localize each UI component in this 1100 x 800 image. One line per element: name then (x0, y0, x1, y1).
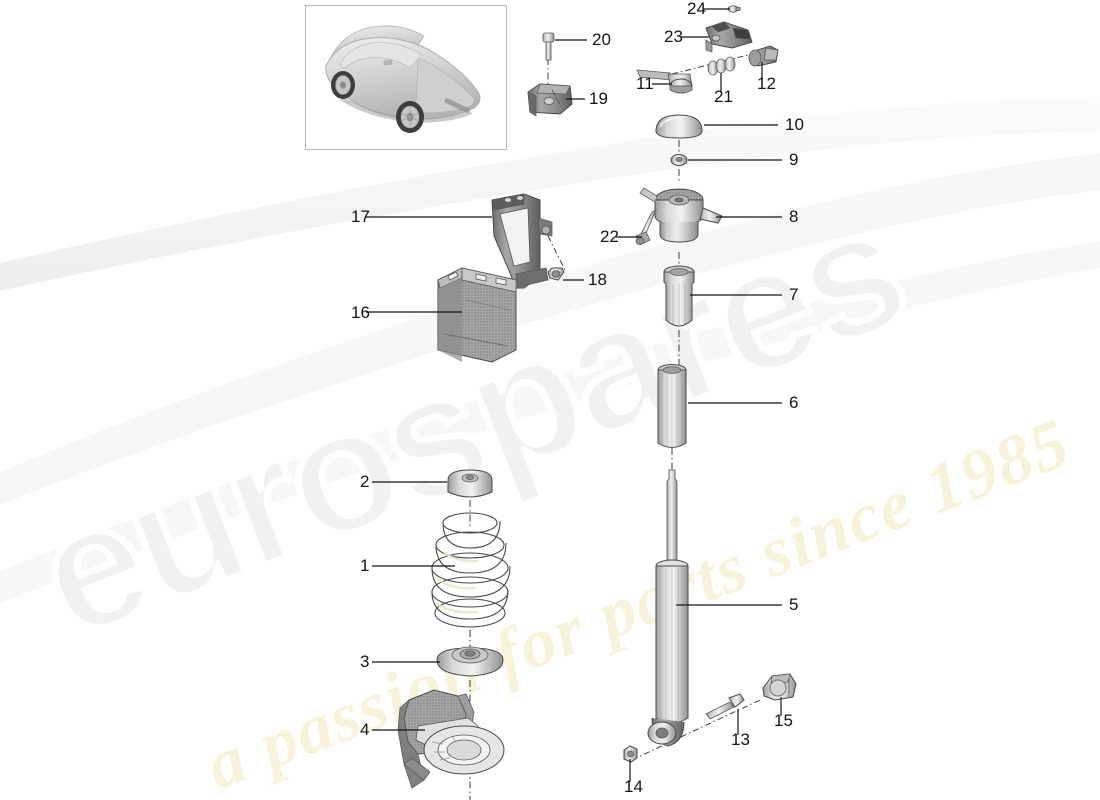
callout-number-14: 14 (624, 777, 643, 796)
callout-6[interactable]: 6 (688, 393, 798, 412)
callout-number-2: 2 (360, 472, 369, 491)
callout-24[interactable]: 24 (687, 0, 730, 18)
callout-number-12: 12 (757, 74, 776, 93)
callout-2[interactable]: 2 (360, 472, 447, 491)
callout-number-17: 17 (351, 207, 370, 226)
part-11-level-sensor (636, 69, 693, 94)
part-5-shock-absorber (647, 469, 689, 747)
part-9-washer (670, 154, 688, 166)
vehicle-thumbnail-image (306, 6, 506, 149)
callout-22[interactable]: 22 (600, 227, 642, 246)
part-23-sensor-lever (705, 21, 753, 53)
part-6-protective-tube (657, 364, 687, 448)
part-8-strut-mount (639, 187, 723, 243)
background-swoosh (0, 96, 1100, 603)
callout-number-24: 24 (687, 0, 706, 18)
vehicle-thumbnail-box (305, 5, 507, 150)
callout-number-20: 20 (592, 30, 611, 49)
callout-number-16: 16 (351, 303, 370, 322)
callout-number-11: 11 (636, 74, 654, 93)
callout-18[interactable]: 18 (563, 270, 607, 289)
part-1-coil-spring-highlights (435, 551, 479, 614)
callout-15[interactable]: 15 (774, 697, 793, 730)
callout-23[interactable]: 23 (664, 27, 709, 46)
part-13-hex-bolt (705, 693, 745, 720)
part-21-bushings (707, 56, 736, 76)
callout-20[interactable]: 20 (555, 30, 611, 49)
callout-number-21: 21 (714, 87, 733, 106)
part-12-ball-joint-end (748, 45, 779, 67)
callout-number-22: 22 (600, 227, 619, 246)
car-illustration (325, 25, 481, 133)
callout-number-19: 19 (589, 89, 608, 108)
part-20-fastening-bolt (542, 32, 555, 61)
callout-12[interactable]: 12 (757, 62, 776, 93)
part-17-mounting-bracket (491, 193, 553, 289)
callout-number-23: 23 (664, 27, 683, 46)
callout-number-15: 15 (774, 711, 793, 730)
callout-5[interactable]: 5 (676, 595, 798, 614)
part-19-sensor-bracket (527, 83, 573, 117)
callout-13[interactable]: 13 (731, 709, 750, 749)
callout-9[interactable]: 9 (688, 150, 798, 169)
callout-10[interactable]: 10 (704, 115, 804, 134)
callout-17[interactable]: 17 (351, 207, 492, 226)
callout-number-8: 8 (789, 207, 798, 226)
callout-1[interactable]: 1 (360, 556, 455, 575)
part-15-bracket-clamp (762, 673, 797, 701)
callout-number-10: 10 (785, 115, 804, 134)
part-22-coupling-rod (635, 209, 657, 246)
part-16-control-unit (437, 267, 517, 363)
callout-21[interactable]: 21 (714, 73, 733, 106)
callout-8[interactable]: 8 (716, 207, 798, 226)
callout-7[interactable]: 7 (690, 285, 798, 304)
callout-number-3: 3 (360, 652, 369, 671)
callout-number-5: 5 (789, 595, 798, 614)
callout-number-18: 18 (588, 270, 607, 289)
part-1-coil-spring (431, 512, 511, 628)
callout-16[interactable]: 16 (351, 303, 462, 322)
callout-number-7: 7 (789, 285, 798, 304)
part-18-retaining-bolt (547, 267, 565, 281)
callout-14[interactable]: 14 (624, 759, 643, 796)
part-3-lower-spring-seat (436, 646, 504, 677)
callout-19[interactable]: 19 (566, 89, 608, 108)
callout-4[interactable]: 4 (360, 720, 425, 739)
part-7-additional-damper (663, 265, 695, 327)
callout-number-13: 13 (731, 730, 750, 749)
callout-number-9: 9 (789, 150, 798, 169)
callout-number-1: 1 (360, 556, 369, 575)
part-14-nut (623, 745, 638, 763)
callout-11[interactable]: 11 (636, 74, 672, 93)
callout-number-6: 6 (789, 393, 798, 412)
callout-3[interactable]: 3 (360, 652, 440, 671)
callout-number-4: 4 (360, 720, 369, 739)
part-10-cover-cap (655, 114, 703, 139)
part-2-upper-spring-pad (447, 469, 493, 498)
